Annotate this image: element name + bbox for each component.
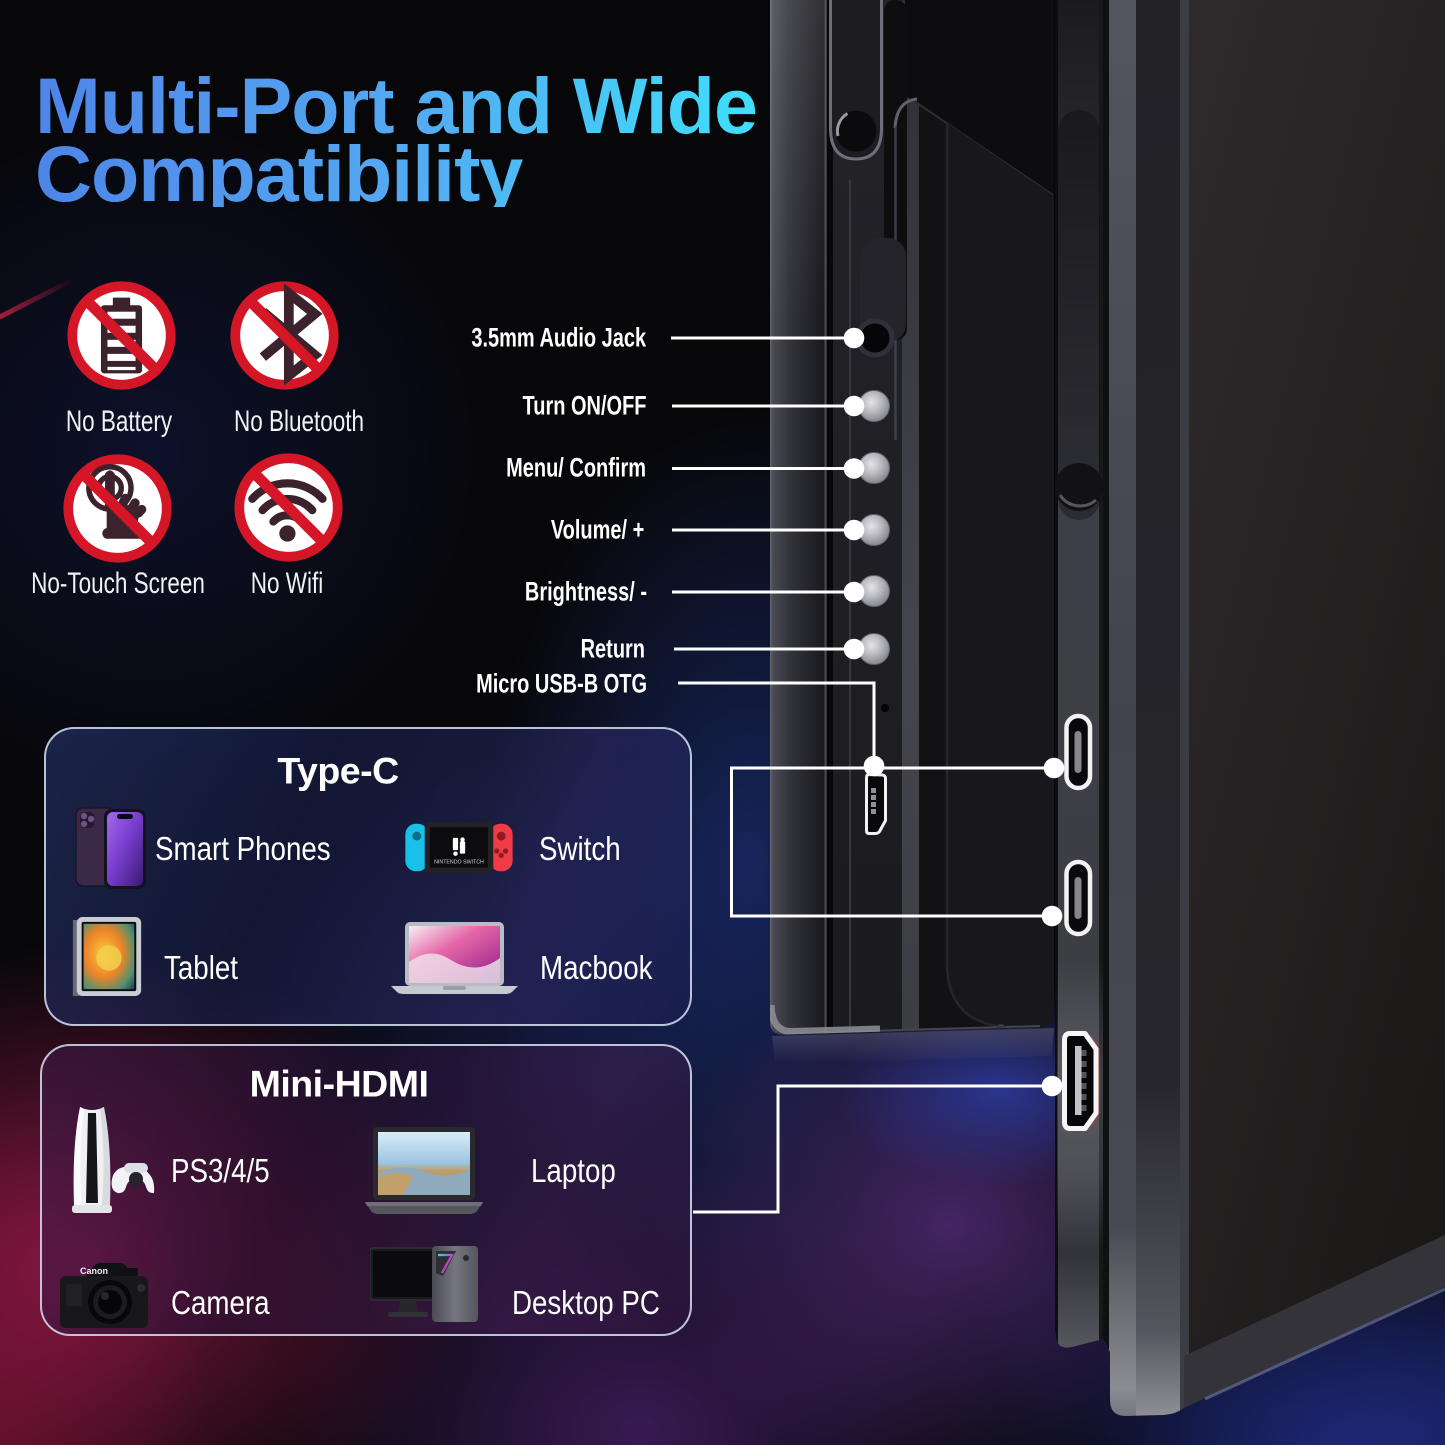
svg-text:NINTENDO SWITCH: NINTENDO SWITCH <box>434 859 484 865</box>
svg-text:Canon: Canon <box>80 1266 108 1276</box>
